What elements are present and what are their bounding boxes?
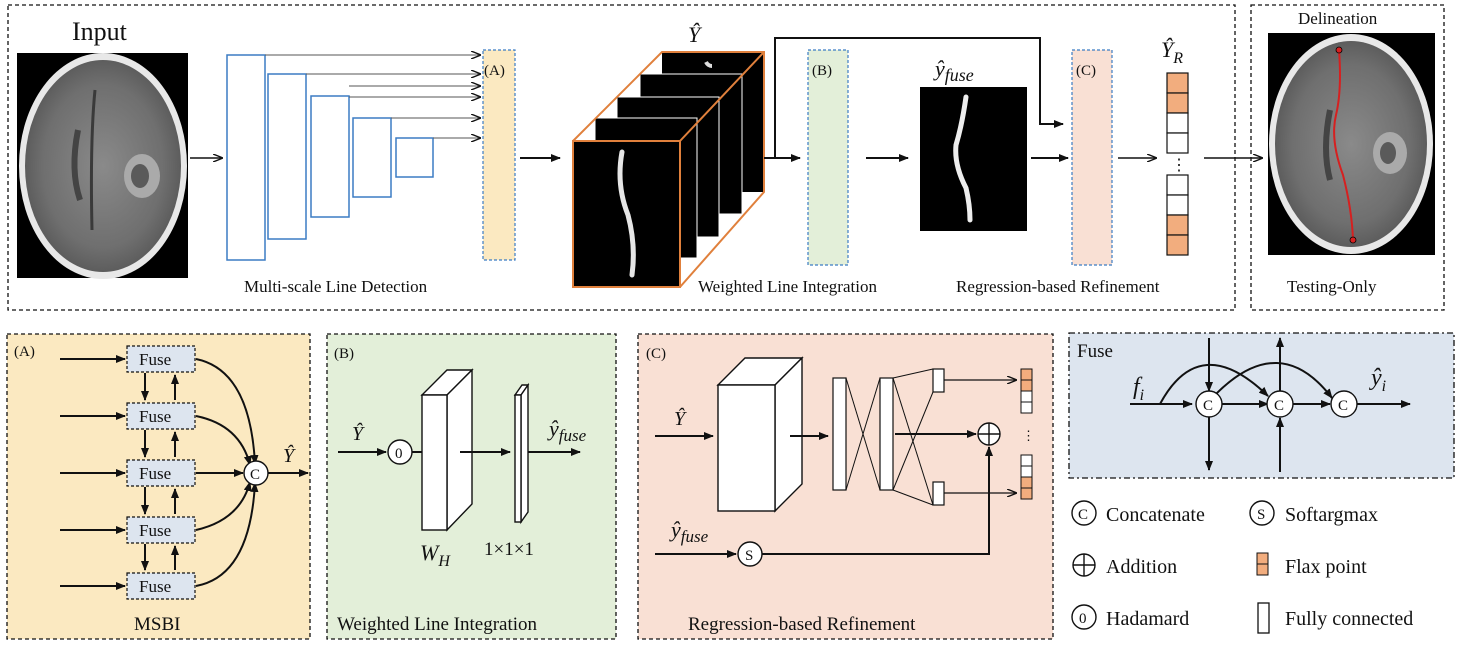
kernel-label: 1×1×1	[484, 539, 534, 560]
prediction-stack	[572, 51, 765, 288]
msbi-fuse-blocks: Fuse Fuse Fuse Fuse Fuse	[126, 345, 196, 600]
msbi-arrows	[60, 355, 309, 590]
panel-c-y-hat: Ŷ	[674, 407, 687, 430]
block-b-label: (B)	[812, 63, 832, 79]
w-h-label: WH	[420, 540, 451, 570]
panel-b-tag: (B)	[334, 346, 354, 362]
conv-1x1-block	[513, 382, 530, 525]
flax-dots: ⋮	[1171, 157, 1187, 174]
testing-only-label: Testing-Only	[1287, 277, 1377, 296]
fuse-f-i: fi	[1133, 374, 1144, 404]
fused-map	[920, 87, 1027, 231]
panel-c-flax-vector	[1020, 368, 1033, 500]
panel-c-caption: Regression-based Refinement	[688, 614, 916, 635]
y-r-label: ŶR	[1161, 37, 1183, 67]
fuse-flow	[1130, 337, 1411, 472]
weighted-caption: Weighted Line Integration	[698, 277, 877, 296]
legend-concatenate: Concatenate	[1106, 504, 1205, 526]
fuse-title: Fuse	[1077, 341, 1113, 362]
fuse-y-i: ŷi	[1369, 365, 1386, 395]
legend: C Concatenate S Softargmax Addition Flax…	[1071, 500, 1413, 634]
svg-text:0: 0	[1079, 611, 1087, 627]
svg-text:C: C	[1338, 398, 1348, 414]
msbi-concat-node	[243, 460, 269, 486]
panel-fuse	[1068, 332, 1455, 479]
input-ct-image	[17, 53, 188, 279]
y-fuse-label: ŷfuse	[933, 56, 974, 85]
fc-out-arrows	[895, 380, 1016, 493]
svg-text:C: C	[1078, 507, 1088, 523]
legend-softargmax: Softargmax	[1285, 504, 1378, 526]
svg-text:Fuse: Fuse	[139, 407, 171, 426]
multi-scale-pyramid	[226, 54, 434, 261]
cnn-block	[716, 356, 804, 513]
multi-scale-caption: Multi-scale Line Detection	[244, 277, 428, 296]
svg-text:C: C	[1274, 398, 1284, 414]
legend-addition: Addition	[1106, 556, 1177, 578]
msbi-caption: MSBI	[134, 614, 180, 635]
block-c-label: (C)	[1076, 63, 1096, 79]
legend-fc: Fully connected	[1285, 608, 1413, 630]
panel-b-caption: Weighted Line Integration	[337, 614, 538, 635]
panel-c-dots: ⋮	[1022, 428, 1035, 443]
block-c	[1071, 49, 1113, 266]
legend-hadamard: Hadamard	[1106, 608, 1189, 630]
svg-text:Fuse: Fuse	[139, 464, 171, 483]
msbi-y-hat: Ŷ	[283, 444, 296, 467]
regression-caption: Regression-based Refinement	[956, 277, 1160, 296]
svg-text:Fuse: Fuse	[139, 577, 171, 596]
svg-text:S: S	[745, 548, 753, 564]
delineation-label: Delineation	[1298, 9, 1378, 28]
panel-c-tag: (C)	[646, 346, 666, 362]
y-hat-label: Ŷ	[688, 22, 703, 47]
fuse-concat-nodes: C C C	[1195, 390, 1358, 418]
block-a-label: (A)	[484, 63, 505, 79]
svg-text:Fuse: Fuse	[139, 521, 171, 540]
svg-text:C: C	[1203, 398, 1213, 414]
fc-connections	[845, 368, 934, 506]
svg-text:S: S	[1257, 507, 1265, 523]
block-b	[807, 49, 849, 266]
scale-arrows	[265, 55, 480, 138]
addition-node	[977, 422, 1001, 446]
svg-text:0: 0	[395, 446, 403, 462]
legend-flax: Flax point	[1285, 556, 1367, 578]
block-a	[482, 49, 516, 261]
flax-vector	[1166, 72, 1189, 256]
input-label: Input	[72, 17, 128, 46]
panel-a-tag: (A)	[14, 344, 35, 360]
svg-text:Fuse: Fuse	[139, 350, 171, 369]
svg-text:C: C	[250, 467, 260, 483]
panel-c-y-fuse: ŷfuse	[669, 517, 709, 546]
panel-b-y-fuse: ŷfuse	[547, 416, 587, 445]
panel-b-y-hat: Ŷ	[352, 422, 365, 445]
weight-block	[420, 368, 474, 532]
delineation-ct-image	[1268, 33, 1435, 255]
fc-layers	[832, 368, 945, 506]
